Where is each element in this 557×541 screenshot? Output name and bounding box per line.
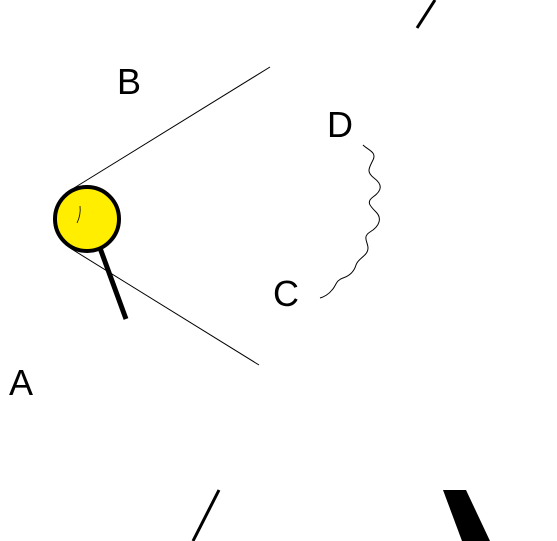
upper-ray-line <box>73 66 271 189</box>
label-d: D <box>327 104 353 145</box>
bottom-left-slash-mark <box>191 489 221 541</box>
lens-handle <box>97 247 129 320</box>
bottom-right-wedge <box>443 490 490 541</box>
label-b: B <box>117 61 141 102</box>
lens-highlight <box>76 205 81 224</box>
top-slash-mark <box>415 0 437 29</box>
label-c: C <box>273 273 299 314</box>
wavy-spring <box>319 144 381 299</box>
label-a: A <box>9 362 33 403</box>
lower-ray-line <box>69 247 260 366</box>
lens-circle <box>53 185 121 253</box>
